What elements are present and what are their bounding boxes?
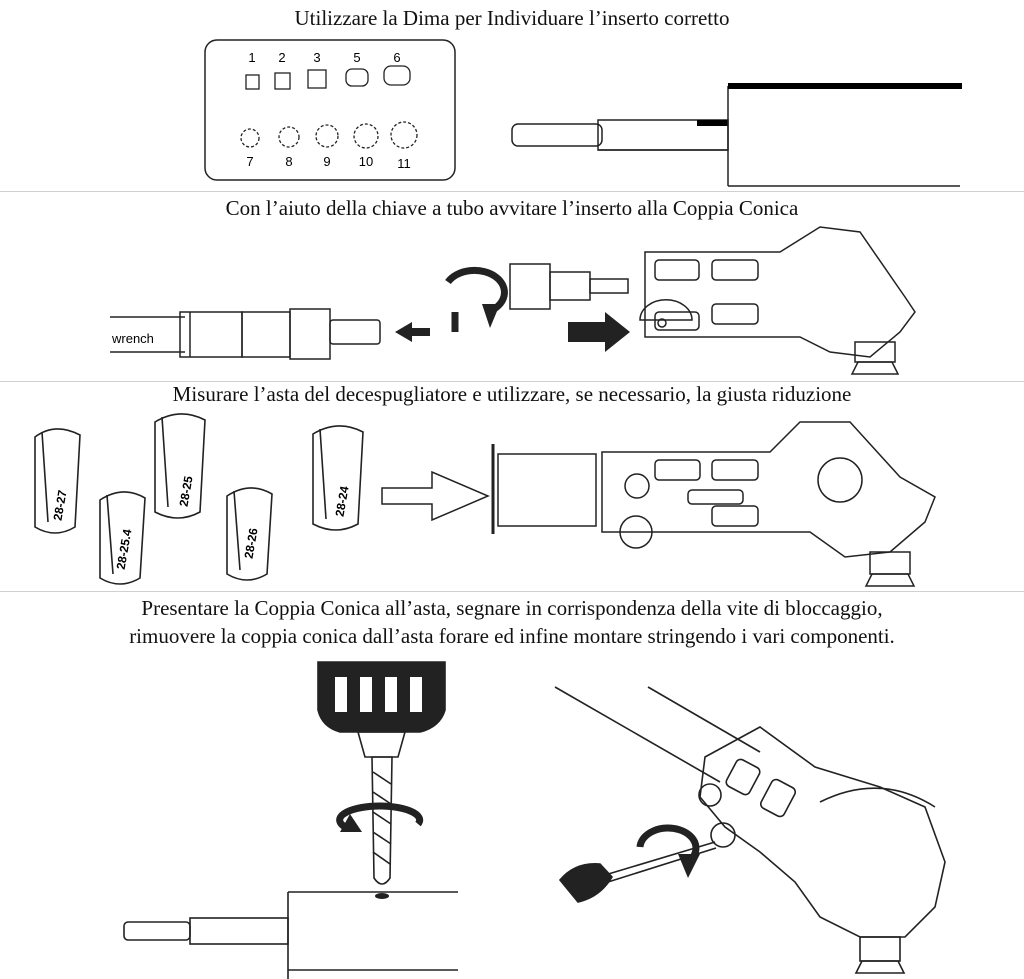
section-divider <box>0 191 1024 192</box>
step-4-caption-line-2: rimuovere la coppia conica dall’asta for… <box>129 624 895 648</box>
template-number: 1 <box>248 50 255 65</box>
spline-insert-icon <box>390 121 418 149</box>
spline-insert-icon <box>240 128 260 148</box>
drill-rotation-arrow-icon <box>336 802 424 830</box>
shaft-with-gearbox <box>491 421 936 587</box>
drill-hole-mark <box>375 893 389 899</box>
square-insert-icon <box>274 72 291 90</box>
spline-insert-icon <box>315 124 339 148</box>
insert-in-socket <box>509 263 629 310</box>
template-number: 9 <box>323 154 330 169</box>
spline-insert-icon <box>353 123 379 149</box>
step-2-illustration: wrench <box>110 226 916 375</box>
template-number: 5 <box>353 50 360 65</box>
template-number: 8 <box>285 154 292 169</box>
rotate-arrowhead-icon <box>482 304 500 328</box>
reduction-size-label: 28-25.4 <box>114 528 135 571</box>
step-1-illustration: 1 2 3 5 6 7 8 9 10 11 <box>204 39 962 187</box>
template-number: 10 <box>359 154 373 169</box>
wrench-label: wrench <box>111 331 154 346</box>
step-4-caption-line-1: Presentare la Coppia Conica all’asta, se… <box>141 596 883 620</box>
step-1-panel: Utilizzare la Dima per Individuare l’ins… <box>0 0 1024 192</box>
template-number: 7 <box>246 154 253 169</box>
arrow-right-outline-icon <box>381 470 490 522</box>
drill-rotation-arrowhead-icon <box>340 814 362 832</box>
spline-insert-icon <box>278 126 300 148</box>
screw-rotation-arrow-icon <box>636 824 700 865</box>
insert-in-shaft <box>511 86 960 187</box>
rounded-insert-icon <box>383 65 411 86</box>
reduction-size-label: 28-26 <box>242 527 261 560</box>
shaft-section <box>123 891 458 979</box>
template-number: 6 <box>393 50 400 65</box>
bevel-gearbox-mounted <box>698 726 946 974</box>
shaft-line <box>554 686 761 783</box>
step-2-panel: Con l’aiuto della chiave a tubo avvitare… <box>0 192 1024 382</box>
insert-template-card <box>204 39 456 181</box>
square-insert-icon <box>245 74 260 90</box>
reduction-size-label: 28-27 <box>51 489 70 522</box>
screw-rotation-arrowhead-icon <box>678 854 700 878</box>
step-3-illustration: 28-27 28-25 28-24 28-25.4 28-26 <box>34 413 936 587</box>
reduction-sleeve <box>34 428 81 534</box>
reduction-size-label: 28-25 <box>177 475 196 508</box>
step-3-panel: Misurare l’asta del decespugliatore e ut… <box>0 382 1024 592</box>
step-4-illustration <box>123 661 946 979</box>
arrow-left-icon <box>395 322 430 342</box>
insert-with-socket <box>241 308 381 360</box>
template-number: 3 <box>313 50 320 65</box>
reduction-sleeve <box>226 487 273 581</box>
reduction-sleeve <box>99 491 146 585</box>
step-3-caption: Misurare l’asta del decespugliatore e ut… <box>172 382 852 406</box>
section-divider <box>0 591 1024 592</box>
rounded-insert-icon <box>345 68 369 87</box>
drill-bit-flutes <box>372 771 392 865</box>
section-divider <box>0 381 1024 382</box>
arrow-right-icon <box>568 312 630 352</box>
drill-bit <box>371 756 393 885</box>
drill-chuck <box>317 661 446 758</box>
reduction-sleeve <box>154 413 206 519</box>
step-1-caption: Utilizzare la Dima per Individuare l’ins… <box>294 6 730 30</box>
step-4-panel: Presentare la Coppia Conica all’asta, se… <box>0 592 1024 979</box>
template-number: 11 <box>397 156 411 171</box>
bevel-gearbox <box>639 226 916 375</box>
reduction-size-label: 28-24 <box>333 485 352 518</box>
template-number: 2 <box>278 50 285 65</box>
square-insert-icon <box>307 69 327 89</box>
step-2-caption: Con l’aiuto della chiave a tubo avvitare… <box>225 196 799 220</box>
reduction-sleeve <box>312 425 364 531</box>
